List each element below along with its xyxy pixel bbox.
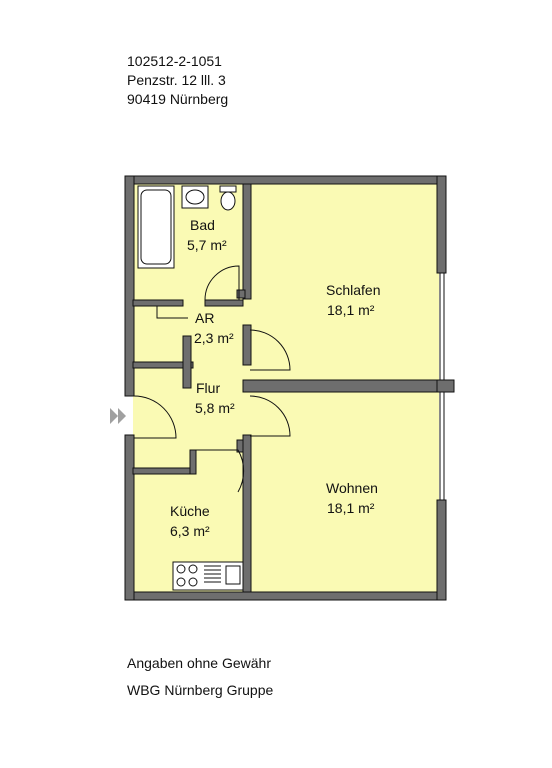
room-schlafen-name: Schlafen [326,282,380,298]
disclaimer-text: Angaben ohne Gewähr [127,655,271,671]
sink [181,185,209,209]
room-flur-name: Flur [196,380,220,396]
toilet [219,185,237,211]
company-name: WBG Nürnberg Gruppe [127,682,274,698]
kitchen-counter [172,561,244,591]
room-ar-area: 2,3 m² [194,330,234,346]
room-schlafen-area: 18,1 m² [327,302,375,318]
city-address: 90419 Nürnberg [127,91,229,107]
exterior-walls [124,175,455,601]
room-kueche-area: 6,3 m² [170,523,210,539]
entrance-arrow-icon [110,408,126,424]
street-address: Penzstr. 12 lll. 3 [127,72,226,88]
room-bad-area: 5,7 m² [187,237,227,253]
room-flur-area: 5,8 m² [195,400,235,416]
object-id: 102512-2-1051 [127,53,222,69]
bathtub [137,185,175,269]
windows [439,272,445,501]
room-kueche-name: Küche [170,503,210,519]
address-block: 102512-2-1051 Penzstr. 12 lll. 3 90419 N… [127,52,228,109]
interior-walls [132,183,438,593]
room-wohnen-area: 18,1 m² [327,500,375,516]
room-bad-name: Bad [190,217,215,233]
room-wohnen-name: Wohnen [326,480,378,496]
door-swings [133,265,291,493]
room-ar-name: AR [195,310,214,326]
